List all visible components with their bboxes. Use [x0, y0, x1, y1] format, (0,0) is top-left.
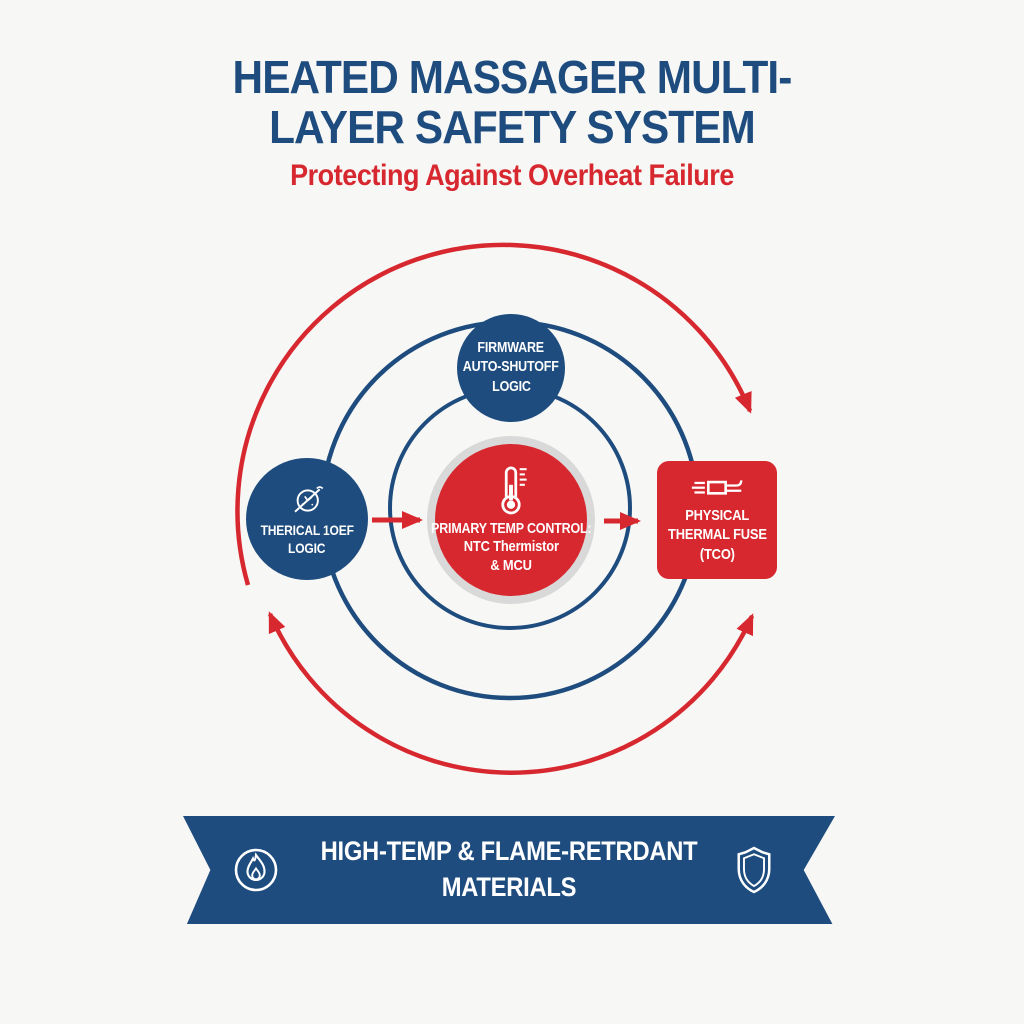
node-label-line: NTC Thermistor [463, 538, 559, 556]
materials-banner: HIGH-TEMP & FLAME-RETRDANT MATERIALS [183, 816, 835, 924]
timer-off-icon [294, 485, 324, 513]
node-label-line: PHYSICAL [685, 506, 749, 524]
top-cycle-arrow [235, 242, 753, 586]
bottom-cycle-arrow [267, 611, 755, 775]
node-label-line: AUTO-SHUTOFF [463, 359, 559, 376]
page-title-line-2: LAYER SAFETY SYSTEM [269, 101, 756, 154]
thermometer-icon [501, 466, 527, 515]
node-label-line: & MCU [490, 557, 532, 575]
node-physical-thermal-fuse: PHYSICAL THERMAL FUSE (TCO) [657, 461, 777, 579]
node-label-line: THERICAL 1OEF [260, 521, 354, 538]
page-subtitle: Protecting Against Overheat Failure [290, 159, 734, 193]
node-label-line: LOGIC [288, 540, 326, 556]
header: HEATED MASSAGER MULTI- LAYER SAFETY SYST… [0, 52, 1024, 193]
banner-line-2: MATERIALS [441, 872, 577, 902]
node-label-line: THERMAL FUSE [667, 526, 767, 544]
page-title-line-1: HEATED MASSAGER MULTI- [232, 51, 793, 103]
node-label-line: PRIMARY TEMP CONTROL: [430, 521, 592, 538]
thermal-fuse-icon [691, 480, 743, 495]
flame-icon [234, 848, 278, 892]
banner-line-1: HIGH-TEMP & FLAME-RETRDANT [320, 836, 698, 867]
node-label-line: (TCO) [699, 545, 735, 563]
node-primary-temp-control-ring: PRIMARY TEMP CONTROL: NTC Thermistor & M… [427, 436, 595, 604]
node-label-line: LOGIC [491, 378, 531, 395]
node-firmware-auto-shutoff: FIRMWARE AUTO-SHUTOFF LOGIC [457, 314, 565, 422]
shield-icon [737, 846, 771, 894]
node-label-line: FIRMWARE [477, 340, 545, 357]
node-primary-temp-control: PRIMARY TEMP CONTROL: NTC Thermistor & M… [431, 444, 591, 596]
node-thermal-cutoff-logic: THERICAL 1OEF LOGIC [246, 458, 368, 580]
materials-banner-text: HIGH-TEMP & FLAME-RETRDANT MATERIALS [183, 834, 835, 906]
